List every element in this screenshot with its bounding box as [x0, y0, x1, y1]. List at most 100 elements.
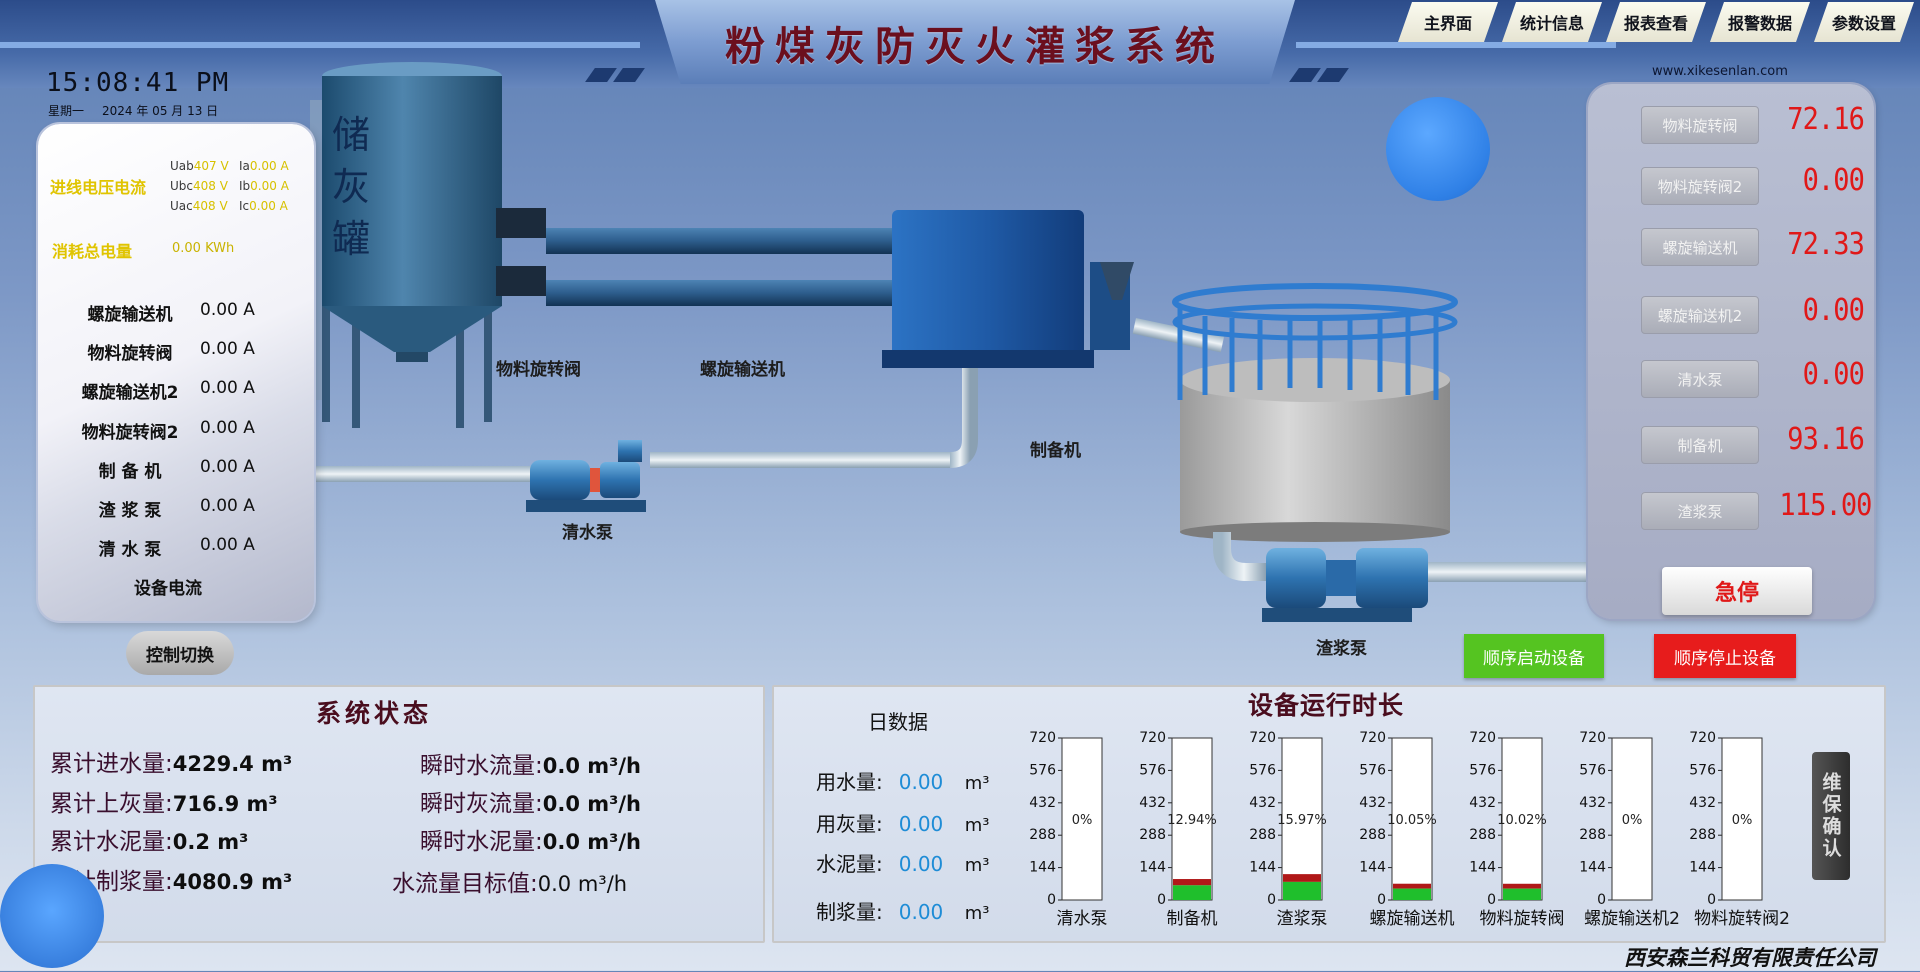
water-pipe [650, 452, 950, 468]
gauge-fill-top [1393, 883, 1431, 889]
gauge-tick-label: 0 [1597, 892, 1606, 908]
system-status-panel [33, 685, 765, 943]
gauge-tick-label: 288 [1029, 827, 1056, 843]
company-name: 西安森兰科贸有限责任公司 [1624, 945, 1876, 970]
nav-home[interactable]: 主界面 [1398, 2, 1498, 42]
gauge-tick-label: 432 [1579, 795, 1606, 811]
nav-settings[interactable]: 参数设置 [1814, 2, 1914, 42]
uac-value: 408 V [192, 199, 228, 213]
gauge-tick-label: 576 [1689, 762, 1716, 778]
website-url: www.xikesenlan.com [1652, 64, 1788, 79]
control-switch-toggle[interactable]: 控制切换 [126, 631, 234, 675]
device-value: 115.00 [1779, 488, 1872, 523]
nav-statistics[interactable]: 统计信息 [1502, 2, 1602, 42]
current-readings: Ia0.00 A Ib0.00 A Ic0.00 A [239, 156, 289, 216]
emergency-stop-button[interactable]: 急停 [1662, 567, 1812, 615]
gauge-device-label: 螺旋输送机 [1370, 909, 1455, 929]
slurry-pump [1262, 548, 1428, 622]
ia-label: Ia [239, 159, 250, 173]
label-slurry-pump: 渣浆泵 [1316, 639, 1367, 659]
daily-label: 水泥量: [816, 852, 883, 876]
daily-data-title: 日数据 [868, 710, 928, 734]
gauge-tick-label: 432 [1249, 795, 1276, 811]
ia-value: 0.00 A [249, 159, 289, 173]
label-conveyor: 螺旋输送机 [700, 360, 785, 380]
device-name: 螺旋输送机2 [81, 383, 179, 403]
gauge-tick-label: 144 [1029, 860, 1056, 876]
refresh-button[interactable] [1386, 97, 1490, 201]
gauge-tick-label: 576 [1359, 762, 1386, 778]
maintenance-confirm-button[interactable]: 维保确认 [1812, 752, 1850, 880]
status-item: 累计上灰量:716.9 m³ [50, 784, 278, 818]
device-button[interactable]: 渣浆泵 [1641, 492, 1759, 530]
device-value: 72.16 [1787, 102, 1865, 137]
slurry-pipe [1410, 562, 1590, 582]
gauge-tick-label: 144 [1359, 860, 1386, 876]
mixing-tank [1172, 283, 1458, 542]
status-value: 4229.4 m³ [172, 752, 293, 776]
gauge-percent-label: 0% [1072, 813, 1093, 828]
gauge-tick-label: 576 [1139, 762, 1166, 778]
gauge-tick-label: 720 [1579, 730, 1606, 746]
gauge-tick-label: 576 [1029, 762, 1056, 778]
gauge-fill-top [1173, 879, 1211, 886]
status-label: 水流量目标值: [392, 871, 538, 897]
water-pipe [314, 466, 534, 482]
nav-alarms[interactable]: 报警数据 [1710, 2, 1810, 42]
header-deco-line-right [1296, 42, 1616, 48]
device-button[interactable]: 螺旋输送机 [1641, 228, 1759, 266]
gauge-tick-label: 0 [1267, 892, 1276, 908]
label-maker: 制备机 [1030, 441, 1081, 461]
gauge-tick-label: 288 [1579, 827, 1606, 843]
gauge-tick-label: 288 [1359, 827, 1386, 843]
daily-label: 用水量: [816, 770, 883, 794]
gauge-tick-label: 576 [1249, 762, 1276, 778]
gauge-tick-label: 720 [1139, 730, 1166, 746]
status-label: 累计上灰量: [50, 791, 173, 817]
status-value: 716.9 m³ [172, 792, 278, 816]
feed-pipe-upper [546, 228, 896, 254]
gauge-frame [1501, 737, 1543, 901]
slurry-maker [882, 210, 1225, 368]
device-current: 0.00 A [200, 339, 255, 359]
gauge-tick-label: 720 [1469, 730, 1496, 746]
device-current: 0.00 A [200, 496, 255, 516]
main-nav: 主界面 统计信息 报表查看 报警数据 参数设置 [1398, 0, 1920, 44]
device-button[interactable]: 清水泵 [1641, 360, 1759, 398]
device-button[interactable]: 制备机 [1641, 426, 1759, 464]
gauge-frame [1721, 737, 1763, 901]
gauge-tick-label: 432 [1689, 795, 1716, 811]
ic-value: 0.00 A [249, 199, 288, 213]
sequence-stop-button[interactable]: 顺序停止设备 [1654, 634, 1796, 678]
gauge-tick-label: 288 [1139, 827, 1166, 843]
gauge-tick-label: 144 [1469, 860, 1496, 876]
clock-weekday: 星期一 [48, 104, 85, 118]
label-valve: 物料旋转阀 [496, 360, 581, 380]
ib-label: Ib [239, 179, 251, 193]
device-current: 0.00 A [200, 535, 255, 555]
device-button[interactable]: 物料旋转阀 [1641, 106, 1759, 144]
gauge-tick-label: 0 [1707, 892, 1716, 908]
energy-value: 0.00 KWh [172, 241, 235, 256]
device-runtime-panel [772, 685, 1886, 943]
voltage-current-title: 进线电压电流 [50, 178, 147, 197]
gauge-tick-label: 0 [1377, 892, 1386, 908]
device-button[interactable]: 物料旋转阀2 [1641, 167, 1759, 205]
device-current: 0.00 A [200, 300, 255, 320]
gauge-tick-label: 288 [1689, 827, 1716, 843]
gauge-tick-label: 720 [1359, 730, 1386, 746]
status-value: 4080.9 m³ [172, 870, 293, 894]
sequence-start-button[interactable]: 顺序启动设备 [1464, 634, 1604, 678]
device-value: 0.00 [1802, 163, 1865, 198]
clock-date: 星期一 2024 年 05 月 13 日 [48, 102, 218, 119]
nav-reports[interactable]: 报表查看 [1606, 2, 1706, 42]
apps-menu-button[interactable] [0, 864, 104, 968]
gauge-tick-label: 720 [1689, 730, 1716, 746]
gauge-tick-label: 432 [1469, 795, 1496, 811]
device-button[interactable]: 螺旋输送机2 [1641, 296, 1759, 334]
feed-pipe-lower [546, 280, 896, 306]
